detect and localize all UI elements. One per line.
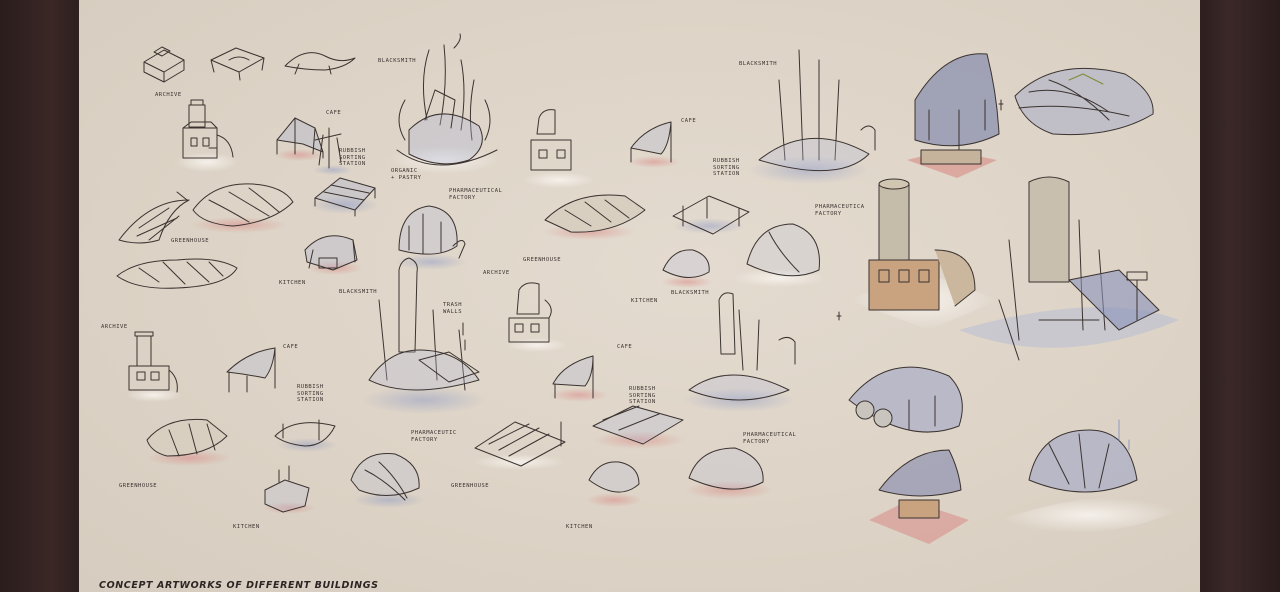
label-blacksmith-3: BLACKSMITH [671, 290, 710, 296]
label-blacksmith-4: BLACKSMITH [739, 61, 778, 67]
sketch-archive-3 [126, 331, 182, 402]
sketch-layer [116, 33, 1179, 544]
painting-dome-greenhouse [1014, 67, 1154, 136]
sketch-pharma-3 [350, 453, 425, 508]
sketch-cafe-4 [628, 121, 680, 168]
sketch-tarp-small-1 [284, 52, 356, 75]
sketch-greenhouse-4 [473, 421, 566, 470]
tiny-figure-1 [998, 99, 1004, 111]
label-greenhouse-3: GREENHOUSE [119, 483, 158, 489]
sketch-rubbish-3 [672, 195, 750, 235]
sketch-kitchen-2 [661, 249, 713, 288]
label-cafe-3: CAFE [283, 344, 299, 350]
label-pharma-4: PHARMACEUTICAL FACTORY [743, 432, 797, 445]
label-kitchen-3: KITCHEN [233, 524, 260, 530]
sketch-blacksmith-mid-lower [683, 292, 796, 412]
label-cafe-2: CAFE [681, 118, 697, 124]
sketch-rubbish-1 [313, 127, 353, 175]
sketch-cafe-3 [549, 355, 609, 402]
label-greenhouse-4: GREENHOUSE [451, 483, 490, 489]
label-rubbish-1: RUBBISH SORTING STATION [339, 148, 366, 167]
label-greenhouse-1: GREENHOUSE [171, 238, 210, 244]
concept-art-board: ARCHIVE BLACKSMITH CAFE RUBBISH SORTING … [79, 0, 1200, 592]
sketch-cafe-tent-1 [275, 117, 324, 161]
label-archive-1: ARCHIVE [155, 92, 182, 98]
tiny-figure-2 [836, 311, 842, 321]
painting-water-tower [849, 178, 999, 330]
sketch-pharma-2 [733, 223, 825, 287]
sketch-pharma-lower [685, 447, 773, 499]
sketch-greenhouse-3 [146, 418, 231, 466]
label-pharma-1: PHARMACEUTICAL FACTORY [449, 188, 503, 201]
sketch-rubbish-2 [274, 419, 337, 452]
label-kitchen-4: KITCHEN [566, 524, 593, 530]
sketch-kitchen-4 [586, 461, 642, 507]
label-greenhouse-2: GREENHOUSE [523, 257, 562, 263]
label-blacksmith-2: BLACKSMITH [339, 289, 378, 295]
label-archive-3: ARCHIVE [101, 324, 128, 330]
painting-dome-grey [848, 366, 963, 433]
label-archive-2: ARCHIVE [483, 270, 510, 276]
label-rubbish-4: RUBBISH SORTING STATION [629, 386, 656, 405]
sketch-greenhouse-fish [118, 191, 190, 244]
painting-geodesic-dome [999, 419, 1179, 533]
sketch-pharma-4 [592, 405, 685, 449]
label-pharma-2: PHARMACEUTICA FACTORY [815, 204, 865, 217]
painting-tent-large [907, 53, 1000, 178]
label-rubbish-3: RUBBISH SORTING STATION [297, 384, 324, 403]
sketch-organic-1 [309, 177, 379, 217]
sketch-greenhouse-tunnel-1 [191, 183, 294, 233]
sketch-greenhouse-middle [543, 194, 646, 240]
label-blacksmith-1: BLACKSMITH [378, 58, 417, 64]
label-cafe-1: CAFE [326, 110, 342, 116]
label-pharma-3: PHARMACEUTIC FACTORY [411, 430, 457, 443]
sketch-kitchen-3 [263, 465, 315, 514]
sketch-pharma-1 [395, 205, 467, 270]
sketch-blacksmith-middle [523, 109, 595, 188]
sketch-archive-small-1 [143, 46, 185, 83]
label-kitchen-2: KITCHEN [631, 298, 658, 304]
label-rubbish-2: RUBBISH SORTING STATION [713, 158, 740, 177]
sketch-archive-tower-1 [175, 99, 239, 172]
label-organic-1: ORGANIC + PASTRY [391, 168, 422, 181]
sketch-tower-center [362, 257, 486, 414]
sketch-archive-2 [507, 282, 567, 352]
sketch-kitchen-1 [304, 235, 363, 275]
sketch-cafe-2 [226, 347, 276, 393]
label-kitchen-1: KITCHEN [279, 280, 306, 286]
sketch-roof-small-1 [210, 47, 265, 81]
painting-tent-lower [869, 449, 969, 544]
board-caption: CONCEPT ARTWORKS OF DIFFERENT BUILDINGS [99, 580, 379, 591]
sketch-greenhouse-long [116, 258, 238, 289]
label-trash-1: TRASH WALLS [443, 302, 463, 315]
sketch-blacksmith-top-right [749, 49, 876, 184]
sketch-blacksmith-large-1 [389, 33, 499, 174]
label-cafe-4: CAFE [617, 344, 633, 350]
painting-industrial-tower [959, 176, 1179, 361]
